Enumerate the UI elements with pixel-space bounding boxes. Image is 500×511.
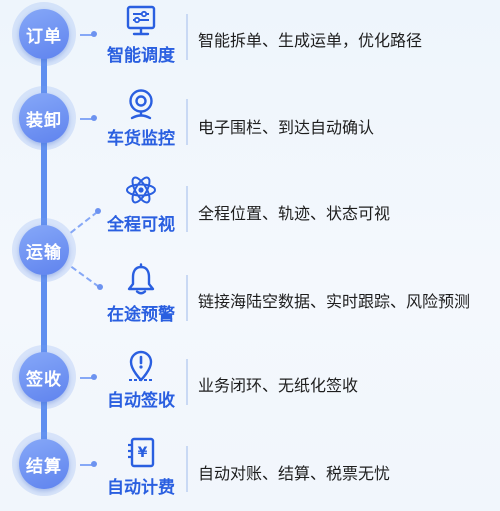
connector-dot (95, 208, 101, 214)
connector-dashed (70, 211, 99, 234)
svg-text:¥: ¥ (138, 445, 148, 461)
feature-description: 链接海陆空数据、实时跟踪、风险预测 (198, 292, 471, 311)
camera-icon (129, 89, 153, 120)
billing-yen-icon: ¥ (128, 437, 155, 468)
stage-node-order: 订单 (12, 2, 76, 66)
feature-full-visibility: 全程可视 (100, 173, 182, 235)
stage-node-loading: 装卸 (12, 86, 76, 150)
divider (186, 14, 188, 60)
monitor-dashboard-icon (126, 5, 156, 36)
connector-dot (91, 31, 97, 37)
stage-node-settlement: 结算 (12, 432, 76, 496)
feature-description: 智能拆单、生成运单，优化路径 (198, 31, 423, 50)
feature-title: 自动计费 (107, 478, 175, 498)
connector-dashed (80, 34, 92, 36)
connector-dashed (80, 118, 92, 120)
feature-description: 全程位置、轨迹、状态可视 (198, 204, 391, 223)
divider (186, 275, 188, 321)
feature-description: 业务闭环、无纸化签收 (198, 376, 359, 395)
feature-auto-billing: ¥ 自动计费 (100, 436, 182, 498)
connector-dot (91, 115, 97, 121)
divider (186, 359, 188, 405)
feature-description: 电子围栏、到达自动确认 (198, 118, 375, 137)
divider (186, 186, 188, 232)
feature-description: 自动对账、结算、税票无忧 (198, 464, 391, 483)
stage-label: 签收 (19, 352, 69, 402)
bell-icon (127, 263, 155, 295)
feature-title: 智能调度 (107, 46, 175, 66)
feature-vehicle-monitoring: 车货监控 (100, 87, 182, 149)
stage-label: 结算 (19, 439, 69, 489)
stage-node-signoff: 签收 (12, 345, 76, 409)
connector-dot (97, 284, 103, 290)
feature-transit-alert: 在途预警 (100, 263, 182, 325)
stage-node-transport: 运输 (12, 218, 76, 282)
connector-dashed (80, 377, 92, 379)
connector-dot (91, 374, 97, 380)
stage-label: 运输 (19, 225, 69, 275)
feature-title: 全程可视 (107, 215, 175, 235)
feature-auto-signoff: 自动签收 (100, 349, 182, 411)
divider (186, 446, 188, 492)
feature-title: 在途预警 (107, 305, 175, 325)
stage-label: 装卸 (19, 93, 69, 143)
divider (186, 99, 188, 145)
feature-title: 车货监控 (107, 129, 175, 149)
feature-title: 自动签收 (107, 391, 175, 411)
location-pin-icon (129, 350, 153, 382)
connector-dot (91, 461, 97, 467)
atom-icon (126, 176, 156, 204)
connector-dashed (80, 464, 92, 466)
connector-dashed (70, 266, 100, 288)
feature-smart-dispatch: 智能调度 (100, 4, 182, 66)
stage-label: 订单 (19, 9, 69, 59)
